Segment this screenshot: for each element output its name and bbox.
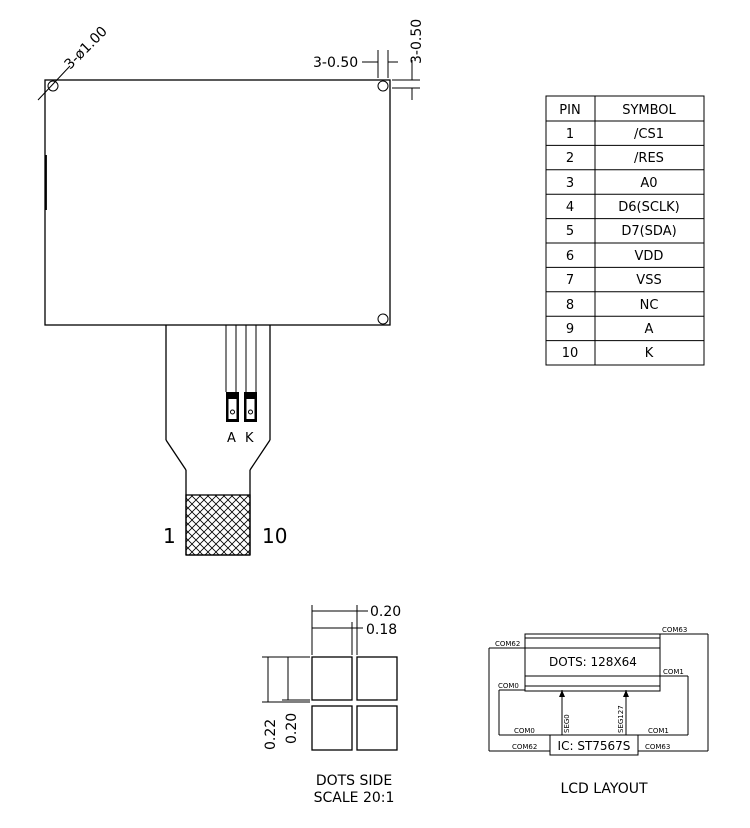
fpc-contact-area: 1 10 (163, 494, 287, 556)
pin-cell: 8 (566, 298, 574, 313)
lcd-layout-title: LCD LAYOUT (560, 781, 647, 797)
hole-offset-x-dimension: 3-0.50 (313, 50, 398, 78)
pin-cell: 4 (566, 200, 574, 215)
hole-diameter-dimension: 3-ø1.00 (37, 24, 111, 101)
symbol-cell: NC (640, 298, 659, 313)
pad-label-a: A (227, 431, 236, 446)
pin-cell: 6 (566, 249, 574, 264)
fpc-tail (165, 325, 271, 556)
symbol-cell: VSS (636, 273, 661, 288)
mounting-hole-top-right (377, 80, 389, 92)
pin-cell: 10 (562, 346, 579, 361)
pin-cell: 5 (566, 224, 574, 239)
hole-offset-x-label: 3-0.50 (313, 55, 358, 71)
ic-label: IC: ST7567S (558, 739, 631, 753)
pin-cell: 3 (566, 176, 574, 191)
dots-side-detail: 0.20 0.18 0.22 0.20 DOTS SIDE SCALE 20:1 (262, 604, 401, 806)
symbol-cell: D6(SCLK) (618, 200, 680, 215)
com0-left-label: COM0 (498, 682, 519, 690)
pin-first-label: 1 (163, 524, 176, 548)
com1-right-label: COM1 (663, 668, 684, 676)
lcd-layout-schematic: DOTS: 128X64 IC: ST7567S COM63 COM63 COM… (488, 626, 709, 797)
com63-top-label: COM63 (662, 626, 687, 634)
symbol-cell: K (645, 346, 654, 361)
com1-bottom-label: COM1 (648, 727, 669, 735)
pin-cell: 7 (566, 273, 574, 288)
pin-header: PIN (559, 103, 580, 118)
dot-width-label: 0.18 (366, 622, 397, 638)
dot-pitch-height-label: 0.22 (263, 719, 279, 750)
symbol-header: SYMBOL (622, 103, 676, 118)
symbol-cell: A (645, 322, 654, 337)
symbol-cell: /RES (634, 151, 664, 166)
seg0-label: SEG0 (563, 714, 571, 733)
backlight-pads: A K (226, 392, 257, 446)
pin-cell: 9 (566, 322, 574, 337)
com0-bottom-label: COM0 (514, 727, 535, 735)
pin-cell: 2 (566, 151, 574, 166)
hole-diameter-label: 3-ø1.00 (62, 24, 111, 73)
hole-offset-y-label: 3-0.50 (409, 19, 425, 64)
mounting-hole-bottom-right (377, 313, 389, 325)
pin-table: PIN SYMBOL 1 /CS1 2 /RES 3 A0 4 D6(SCLK)… (545, 95, 705, 366)
symbol-cell: A0 (640, 176, 657, 191)
symbol-cell: D7(SDA) (621, 224, 676, 239)
dot-pitch-width-label: 0.20 (370, 604, 401, 620)
symbol-cell: VDD (635, 249, 664, 264)
pin-last-label: 10 (262, 524, 287, 548)
com62-bottom-label: COM62 (512, 743, 537, 751)
com63-bottom-label: COM63 (645, 743, 670, 751)
com62-top-label: COM62 (495, 640, 520, 648)
pin-cell: 1 (566, 127, 574, 142)
dots-side-title: DOTS SIDE (316, 773, 392, 789)
dot-height-label: 0.20 (284, 713, 300, 744)
pad-label-k: K (245, 431, 254, 446)
symbol-cell: /CS1 (634, 127, 664, 142)
seg127-label: SEG127 (617, 705, 625, 733)
dots-count-label: DOTS: 128X64 (549, 655, 637, 669)
dots-side-scale: SCALE 20:1 (314, 790, 395, 806)
lcd-module-outline (44, 79, 391, 326)
mounting-hole-top-left (47, 80, 59, 92)
hole-offset-y-dimension: 3-0.50 (392, 19, 425, 100)
